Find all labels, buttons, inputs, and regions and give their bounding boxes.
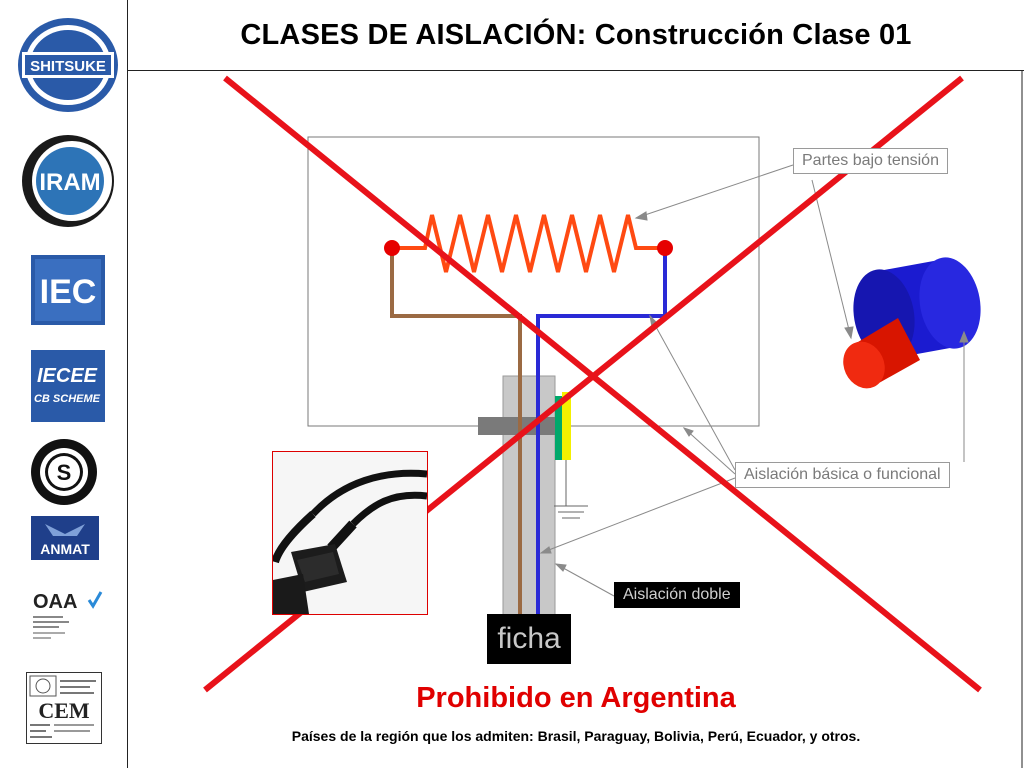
iecee-logo-subtext: CB SCHEME: [34, 393, 101, 405]
prohibition-cross-line-1: [223, 75, 982, 693]
earth-strip-green: [555, 396, 562, 460]
shitsuke-logo-text: SHITSUKE: [30, 58, 106, 75]
anmat-logo: ANMAT: [31, 516, 99, 560]
seguridad-logo-text: S: [57, 460, 72, 485]
cem-logo-text: CEM: [38, 698, 90, 723]
cem-logo: CEM: [26, 672, 102, 744]
label-partes-bajo-tension: Partes bajo tensión: [793, 148, 948, 174]
seguridad-logo: S: [31, 439, 97, 505]
prohibido-heading: Prohibido en Argentina: [416, 682, 736, 714]
conductor-cylinder-illustration: [843, 257, 981, 389]
terminal-right: [657, 240, 673, 256]
page-title: CLASES DE AISLACIÓN: Construcción Clase …: [128, 0, 1024, 71]
oaa-logo-text: OAA: [33, 591, 77, 613]
label-ficha: ficha: [487, 614, 571, 664]
cord-photo: [272, 451, 428, 615]
terminal-left: [384, 240, 400, 256]
earth-strip-yellow: [562, 392, 571, 460]
heating-resistor: [392, 214, 665, 273]
iecee-logo-text: IECEE: [37, 365, 98, 387]
blue-wire: [536, 248, 667, 614]
iecee-logo: IECEE CB SCHEME: [31, 350, 105, 422]
shitsuke-logo: SHITSUKE: [18, 18, 118, 112]
brown-wire: [390, 248, 522, 614]
oaa-logo: OAA: [33, 591, 103, 639]
iec-logo-text: IEC: [40, 273, 97, 311]
iram-logo-text: IRAM: [39, 169, 100, 196]
iram-logo: IRAM: [22, 135, 114, 227]
paises-note: Países de la región que los admiten: Bra…: [291, 728, 861, 744]
label-aislacion-doble: Aislación doble: [614, 582, 740, 608]
anmat-logo-text: ANMAT: [40, 541, 90, 557]
iec-logo: IEC: [31, 255, 105, 325]
cord-photo-illustration: [273, 452, 427, 614]
label-aislacion-basica: Aislación básica o funcional: [735, 462, 950, 488]
logo-sidebar: SHITSUKE IRAM IEC IECEE CB SCHEME S ANMA…: [0, 0, 128, 768]
